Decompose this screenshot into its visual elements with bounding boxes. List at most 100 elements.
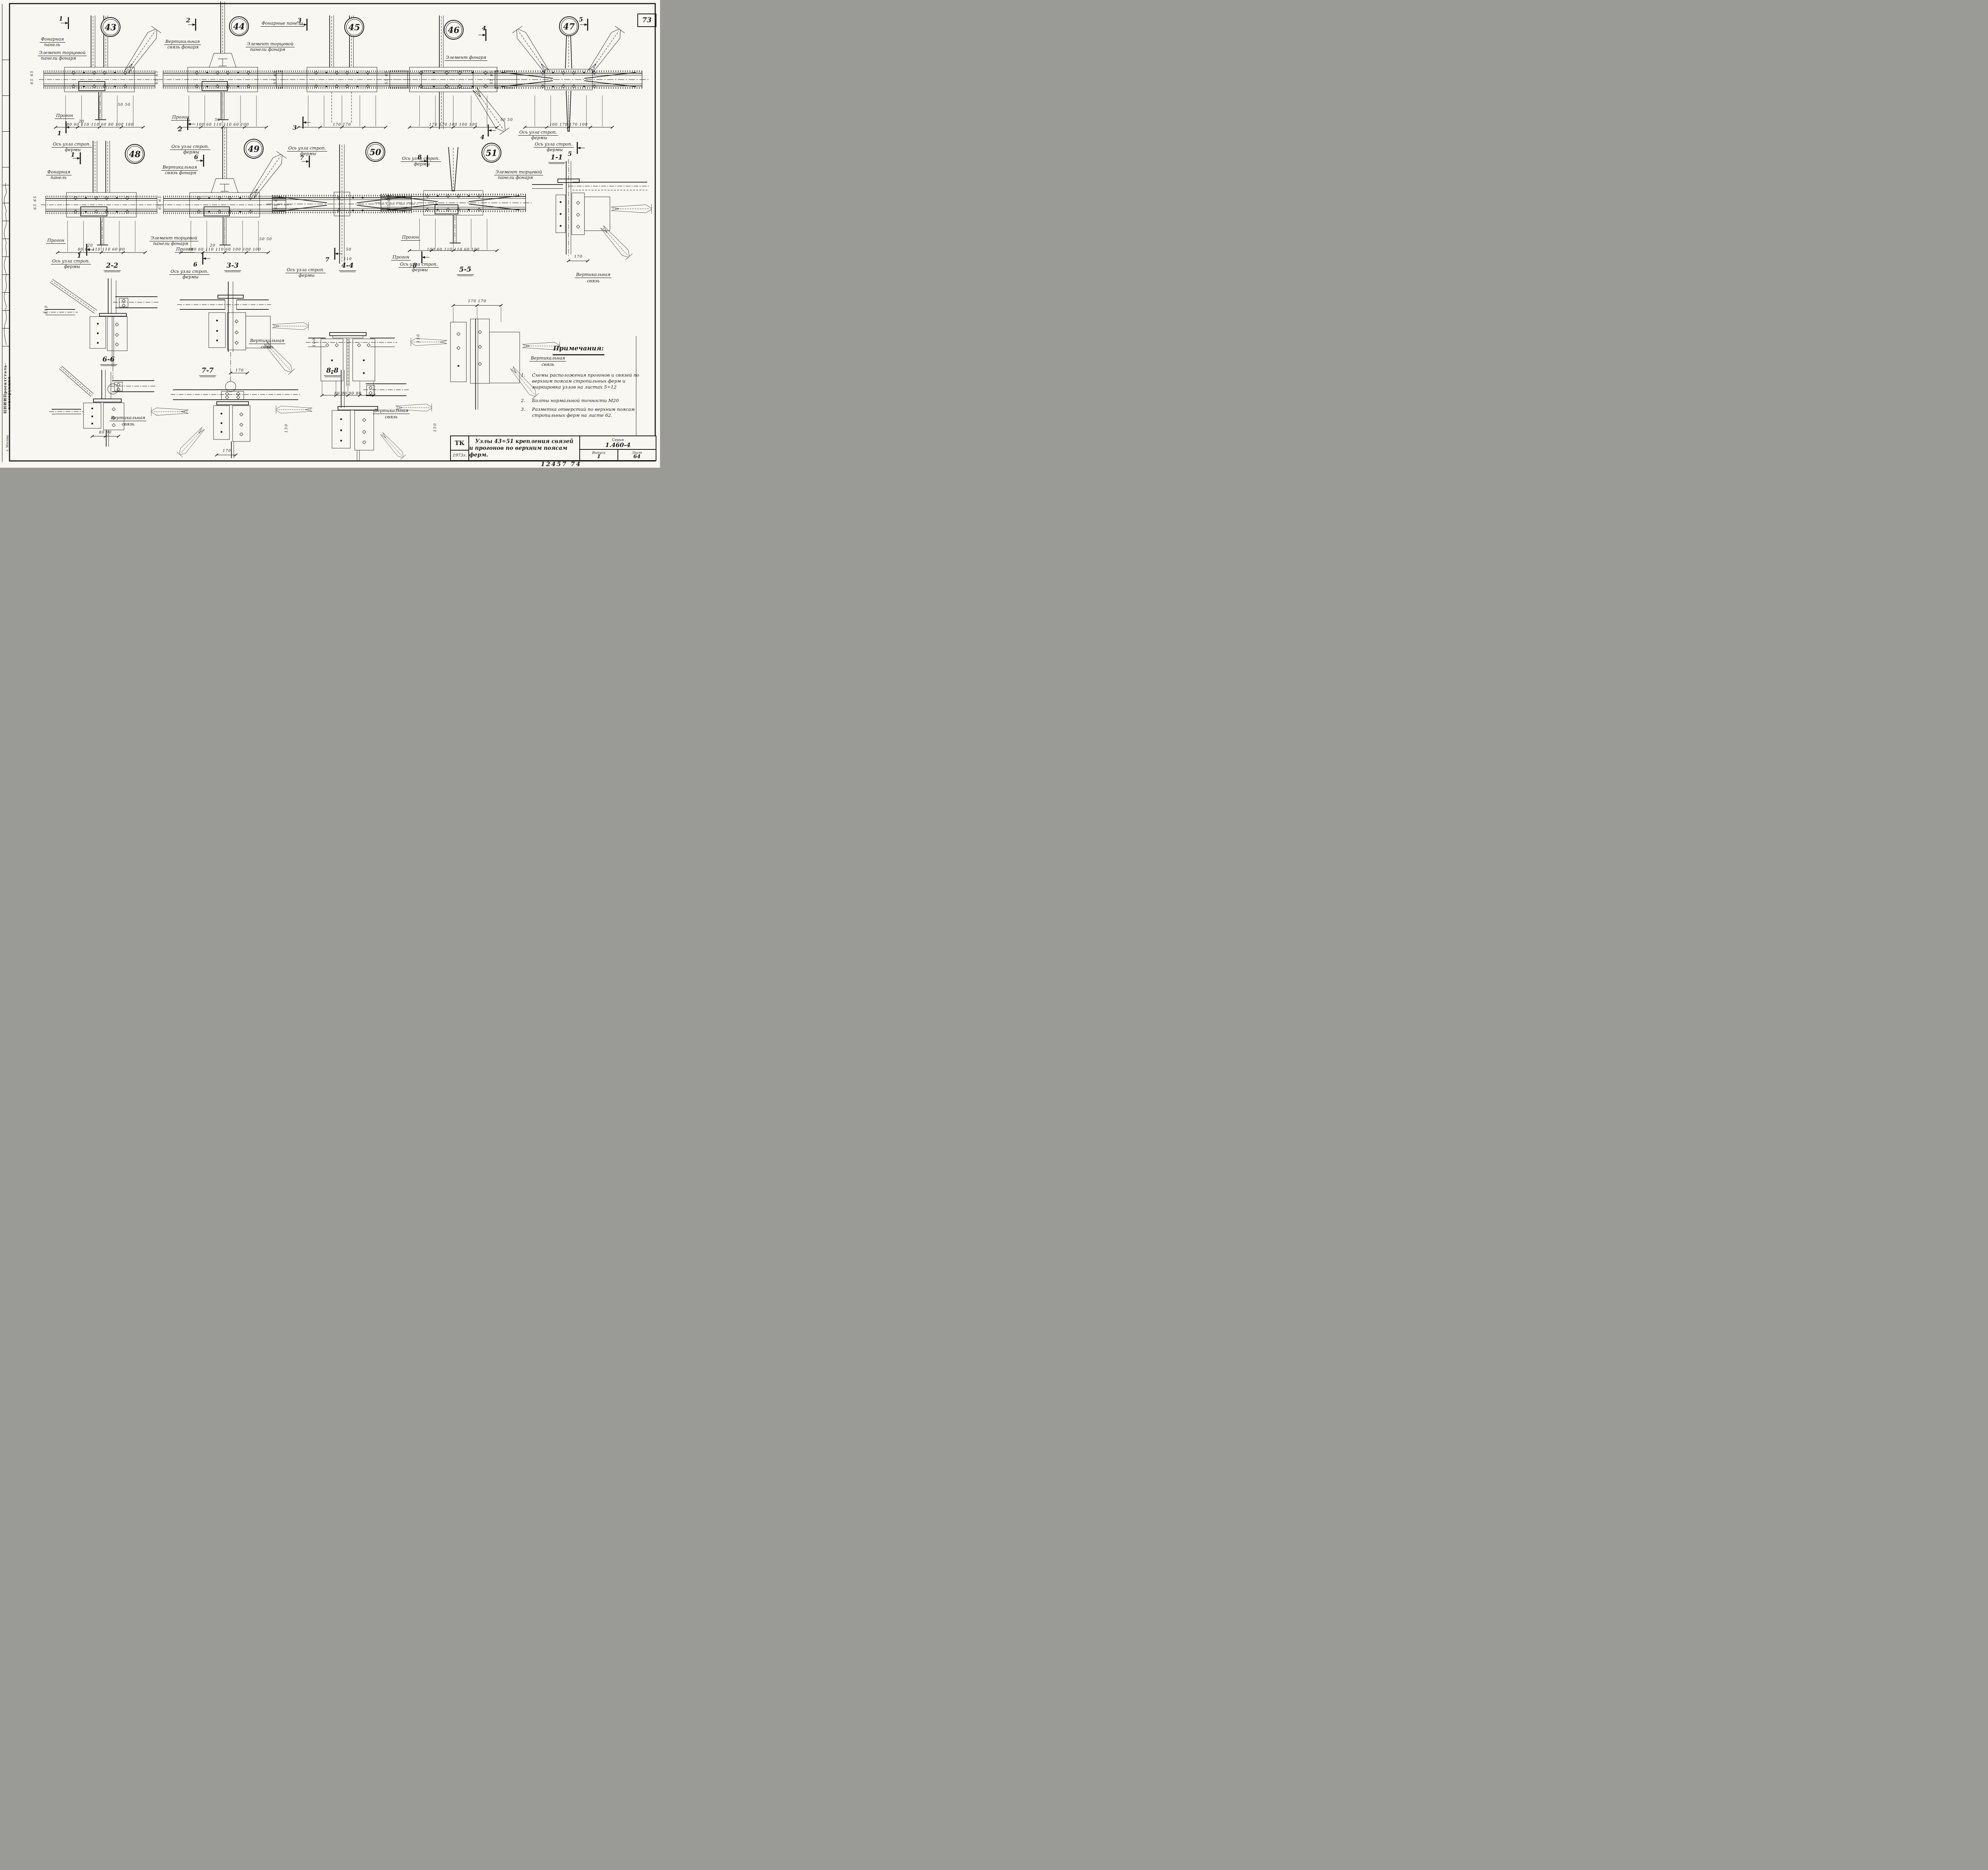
dims-bottom-43: 80 60 110 110 60 80 100 180 [66, 122, 134, 127]
section-flag-1b-top: 1 [71, 151, 75, 158]
dim-20-43: 20 [79, 119, 85, 124]
sheet-value: 64 [633, 453, 641, 460]
label-vert-lantern-brace-44-line2: связь фонаря [167, 45, 199, 50]
label-end-panel-element-line2: панели фонаря [41, 56, 76, 61]
dims-bottom-51: 100 60 110 110 60 100 [427, 247, 480, 252]
section-flag-7-top: 7 [300, 154, 304, 161]
label-vert-brace-33-line2: связь [261, 344, 274, 350]
dim-50-node50: 50 [346, 247, 352, 252]
dim-150-77: 150 [285, 423, 289, 433]
label-truss-axis-44-line1: Ось узла строп. [170, 144, 210, 150]
section-flag-6-top: 6 [194, 154, 198, 161]
section-title-6-6: 6-6 [100, 356, 117, 366]
title-block-org-code: ТК [451, 436, 468, 451]
label-vert-brace-66-line1: Вертикальная [109, 415, 147, 421]
note-num-3: 3. [521, 406, 525, 412]
dim-65-65-45: 65 65 [274, 70, 278, 84]
label-truss-axis-49-line1: Ось узла строп. [169, 269, 210, 275]
dim-50-44: 50 [215, 118, 221, 122]
label-vert-lantern-brace-44-line1: Вертикальная [164, 39, 201, 45]
label-vert-brace-55-line1: Вертикальная [529, 356, 567, 362]
label-purlin-49: Прогон [175, 247, 194, 253]
dim-65-65-43: 65 65 [30, 70, 34, 84]
label-truss-axis-51-line2: фермы [412, 267, 428, 272]
section-flag-4-top: 4 [482, 25, 486, 32]
sheet-label: Лист [632, 451, 642, 455]
dim-65-65-50: 65 65 [274, 195, 278, 210]
dim-170-33: 170 [235, 368, 244, 373]
label-vert-brace-55-line2: связь [542, 362, 554, 367]
section-title-7-7: 7-7 [199, 367, 216, 377]
dim-110-node50: 110 [344, 257, 352, 261]
node-badge-49: 49 [244, 139, 264, 159]
issue-label: Выпуск [592, 451, 606, 455]
label-truss-axis-49-line2: фермы [182, 274, 199, 280]
section-flag-5-bot: 5 [568, 150, 572, 157]
series-label: Серия [612, 438, 624, 442]
document-number: 12457 74 [541, 461, 582, 468]
label-truss-axis-45-line2: фермы [300, 151, 316, 156]
label-vert-brace-66-line2: связь [122, 422, 134, 427]
dims-bottom-47: 100 170 170 100 [549, 122, 588, 127]
node-badge-48: 48 [125, 144, 145, 164]
drawing-linework [9, 1, 656, 462]
dim-100-44s: 100 [313, 337, 316, 347]
label-truss-axis-51-line1: Ось узла строп. [399, 262, 439, 268]
page-number-box: 73 [637, 14, 656, 27]
section-title-1-1: 1-1 [548, 154, 565, 164]
label-lantern-panel-line2: панель [44, 42, 60, 47]
section-flag-3-bot: 3 [293, 124, 297, 131]
label-vert-brace-88-line2: связь [385, 414, 398, 420]
label-truss-axis-45-line1: Ось узла строп. [287, 146, 327, 152]
dim-50-50-49: 50 50 [259, 237, 272, 241]
label-end-panel-element-48-line1: Элемент торцевой [149, 235, 199, 241]
dim-20-48: 20 [87, 243, 93, 248]
label-truss-axis-46-line1: Ось узла строп. [401, 156, 441, 162]
section-flag-8-bot: 8 [413, 262, 417, 269]
node-badge-43: 43 [101, 17, 120, 37]
signature-squiggles [4, 183, 7, 345]
label-truss-axis-47-line2: фермы [531, 135, 547, 140]
label-purlin-51: Прогон [401, 235, 420, 241]
dim-65-65-49: 65 65 [158, 195, 162, 210]
label-purlin-50: Прогон [391, 255, 411, 260]
dim-50-50-43: 50 50 [118, 103, 131, 107]
dim-65-65-46: 65 65 [385, 70, 389, 84]
dim-65-65-44: 65 65 [155, 70, 159, 84]
dim-150-22: 150 [45, 305, 49, 314]
section-flag-7-bot: 7 [325, 256, 330, 263]
label-end-panel-element-44-line2: панели фонаря [250, 47, 285, 52]
section-title-8-8: 8-8 [324, 367, 341, 377]
dims-bottom-49: 100 60 110 110 60 100 100 100 [188, 247, 261, 252]
section-flag-4-bot: 4 [480, 134, 485, 141]
label-end-panel-element-44-line1: Элемент торцевой [246, 41, 295, 47]
label-truss-axis-48-line2: фермы [64, 264, 80, 269]
label-vert-brace-33-line1: Вертикальная [248, 338, 286, 344]
label-purlin-48: Прогон [46, 238, 66, 244]
notes-heading: Примечания: [553, 344, 604, 352]
dim-65-65-47: 65 65 [490, 70, 494, 84]
dim-20-49: 20 [210, 243, 216, 248]
label-truss-axis-43-line1: Ось узла строп. [52, 142, 92, 148]
label-purlin-44: Прогон [171, 115, 190, 121]
label-lantern-panel-48-line2: панель [50, 175, 67, 180]
institute-city: г. Москва [6, 435, 9, 451]
dim-50-50-46: 50 50 [500, 118, 513, 122]
section-flag-3-top: 3 [297, 17, 302, 24]
label-truss-axis-11-line1: Ось узла строп. [534, 142, 574, 148]
node-badge-47: 47 [559, 16, 579, 36]
drawing-sheet: 73 ЦНИИПроектсталь- конструкция г. Москв… [0, 0, 660, 468]
label-lantern-panel-line1: Фонарная [40, 37, 65, 43]
label-vert-brace-11-line2: связь [587, 278, 600, 284]
label-end-panel-element-line1: Элемент торцевой [38, 50, 87, 56]
label-lantern-element-46: Элемент фонаря [445, 55, 488, 61]
section-title-4-4: 4-4 [339, 262, 356, 272]
section-flag-1-bot: 1 [57, 130, 62, 137]
node-badge-50: 50 [365, 142, 385, 162]
label-truss-axis-11-line2: фермы [547, 147, 563, 152]
issue-value: 1 [597, 453, 601, 460]
dims-bottom-46: 170 170 100 100 100 [429, 122, 478, 127]
label-lantern-panel-48-line1: Фонарная [46, 169, 72, 175]
dim-170-11: 170 [574, 255, 583, 259]
institute-name-line2: конструкция [7, 376, 12, 410]
